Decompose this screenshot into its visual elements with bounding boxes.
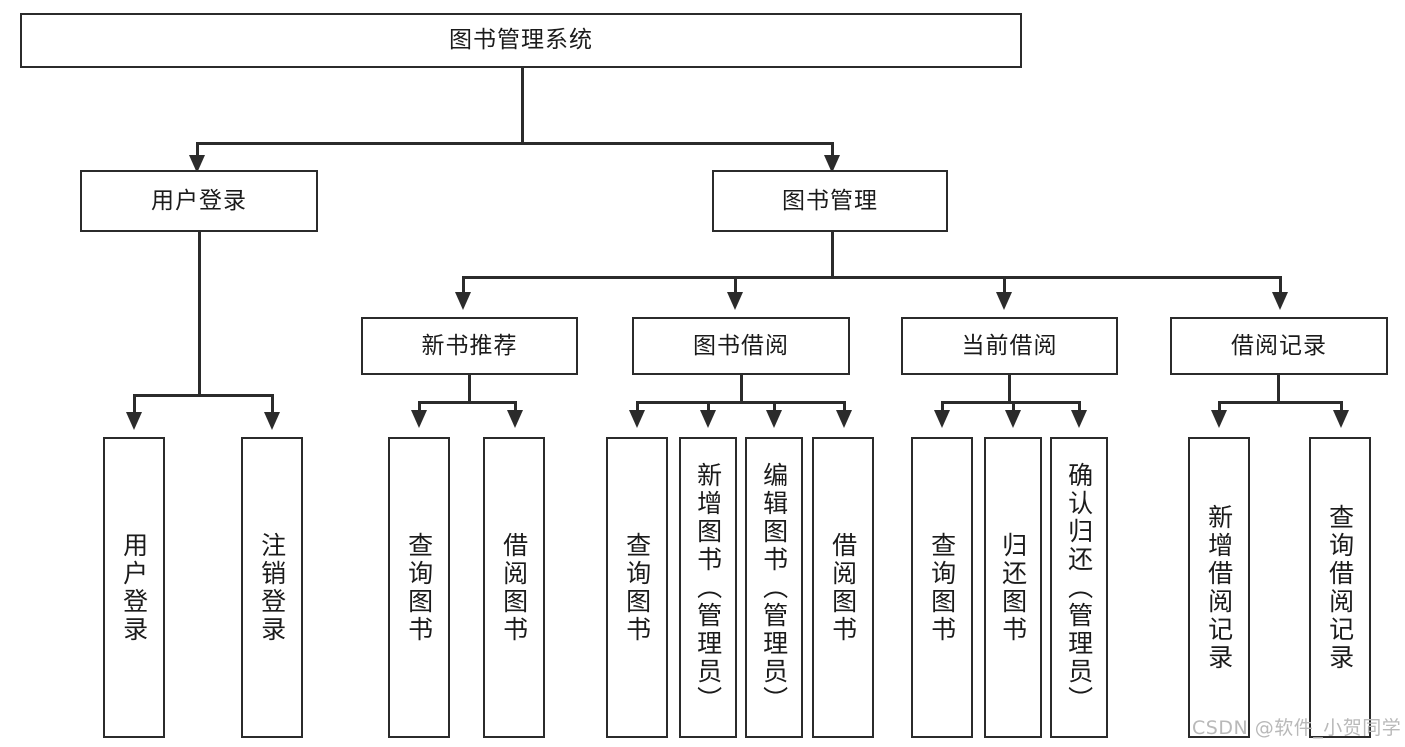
node-book-manage-label: 图书管理	[782, 187, 878, 214]
arrowhead-leaf-edit-book	[766, 410, 782, 428]
arrowhead-leaf-add-book	[700, 410, 716, 428]
node-leaf-query-book-1-label: 查询图书	[404, 531, 434, 644]
edge-book-borrow-bus	[636, 401, 845, 404]
arrowhead-user-login	[189, 155, 205, 173]
node-leaf-query-record[interactable]: 查询借阅记录	[1309, 437, 1371, 738]
node-current-borrow[interactable]: 当前借阅	[901, 317, 1118, 375]
edge-root-to-book-manage	[831, 142, 834, 162]
edge-borrow-record-bus	[1218, 401, 1342, 404]
edge-book-manage-bus	[462, 276, 1280, 279]
edge-user-login-stem	[198, 232, 201, 396]
edge-nb-to-query	[418, 401, 421, 415]
edge-borrow-record-stem	[1277, 375, 1280, 403]
node-leaf-add-book[interactable]: 新增图书（管理员）	[679, 437, 737, 738]
edge-cb-to-return	[1012, 401, 1015, 415]
node-book-borrow-label: 图书借阅	[693, 332, 789, 359]
edge-current-borrow-bus	[941, 401, 1080, 404]
arrowhead-leaf-query-book-2	[629, 410, 645, 428]
node-leaf-query-record-label: 查询借阅记录	[1325, 503, 1355, 672]
arrowhead-current-borrow	[996, 292, 1012, 310]
edge-root-bus	[196, 142, 834, 145]
node-root-label: 图书管理系统	[449, 27, 593, 54]
node-borrow-record[interactable]: 借阅记录	[1170, 317, 1388, 375]
node-current-borrow-label: 当前借阅	[961, 332, 1058, 359]
node-leaf-confirm-return-label: 确认归还（管理员）	[1064, 461, 1094, 714]
node-leaf-add-record[interactable]: 新增借阅记录	[1188, 437, 1250, 738]
node-leaf-borrow-book-1[interactable]: 借阅图书	[483, 437, 545, 738]
node-leaf-query-book-2[interactable]: 查询图书	[606, 437, 668, 738]
arrowhead-new-book-recommend	[455, 292, 471, 310]
node-leaf-query-book-1[interactable]: 查询图书	[388, 437, 450, 738]
edge-root-stem	[521, 68, 524, 144]
edge-new-book-bus	[418, 401, 516, 404]
node-leaf-borrow-book-2-label: 借阅图书	[828, 531, 858, 644]
arrowhead-leaf-user-logout	[264, 412, 280, 430]
edge-user-login-bus	[133, 394, 273, 397]
node-new-book-recommend-label: 新书推荐	[421, 332, 518, 359]
node-borrow-record-label: 借阅记录	[1231, 332, 1327, 359]
node-new-book-recommend[interactable]: 新书推荐	[361, 317, 578, 375]
edge-bm-to-borrow-record	[1279, 276, 1282, 298]
edge-br-to-query-record	[1340, 401, 1343, 415]
node-leaf-return-book-label: 归还图书	[998, 531, 1028, 644]
edge-ul-to-leaf-login	[133, 394, 136, 418]
edge-bm-to-current-borrow	[1003, 276, 1006, 298]
node-user-login-label: 用户登录	[151, 187, 247, 214]
node-leaf-user-logout-label: 注销登录	[257, 531, 287, 644]
edge-cb-to-query	[941, 401, 944, 415]
edge-new-book-stem	[468, 375, 471, 403]
edge-root-to-user-login	[196, 142, 199, 162]
node-leaf-add-book-label: 新增图书（管理员）	[693, 461, 723, 714]
arrowhead-leaf-query-record	[1333, 410, 1349, 428]
arrowhead-leaf-confirm-return	[1071, 410, 1087, 428]
node-leaf-query-book-3-label: 查询图书	[927, 531, 957, 644]
node-user-login[interactable]: 用户登录	[80, 170, 318, 232]
watermark: CSDN @软件_小贺同学	[1192, 717, 1402, 739]
edge-nb-to-borrow	[514, 401, 517, 415]
edge-cb-to-confirm	[1078, 401, 1081, 415]
edge-book-borrow-stem	[740, 375, 743, 403]
node-root[interactable]: 图书管理系统	[20, 13, 1022, 68]
node-leaf-query-book-2-label: 查询图书	[622, 531, 652, 644]
edge-bb-to-edit	[773, 401, 776, 415]
node-book-manage[interactable]: 图书管理	[712, 170, 948, 232]
arrowhead-leaf-borrow-book-1	[507, 410, 523, 428]
node-leaf-confirm-return[interactable]: 确认归还（管理员）	[1050, 437, 1108, 738]
node-leaf-borrow-book-1-label: 借阅图书	[499, 531, 529, 644]
arrowhead-leaf-return-book	[1005, 410, 1021, 428]
node-leaf-borrow-book-2[interactable]: 借阅图书	[812, 437, 874, 738]
edge-bb-to-borrow	[843, 401, 846, 415]
arrowhead-leaf-user-login	[126, 412, 142, 430]
arrowhead-leaf-query-book-1	[411, 410, 427, 428]
arrowhead-book-manage	[824, 155, 840, 173]
node-leaf-edit-book[interactable]: 编辑图书（管理员）	[745, 437, 803, 738]
arrowhead-leaf-borrow-book-2	[836, 410, 852, 428]
edge-bb-to-add	[707, 401, 710, 415]
node-leaf-user-login-label: 用户登录	[119, 531, 149, 644]
node-book-borrow[interactable]: 图书借阅	[632, 317, 850, 375]
edge-current-borrow-stem	[1008, 375, 1011, 403]
node-leaf-add-record-label: 新增借阅记录	[1204, 503, 1234, 672]
edge-ul-to-leaf-logout	[271, 394, 274, 418]
arrowhead-borrow-record	[1272, 292, 1288, 310]
edge-bm-to-book-borrow	[734, 276, 737, 298]
arrowhead-leaf-query-book-3	[934, 410, 950, 428]
arrowhead-leaf-add-record	[1211, 410, 1227, 428]
arrowhead-book-borrow	[727, 292, 743, 310]
node-leaf-user-logout[interactable]: 注销登录	[241, 437, 303, 738]
edge-bm-to-new-book	[462, 276, 465, 298]
node-leaf-user-login[interactable]: 用户登录	[103, 437, 165, 738]
node-leaf-query-book-3[interactable]: 查询图书	[911, 437, 973, 738]
node-leaf-return-book[interactable]: 归还图书	[984, 437, 1042, 738]
node-leaf-edit-book-label: 编辑图书（管理员）	[759, 461, 789, 714]
edge-br-to-add-record	[1218, 401, 1221, 415]
edge-bb-to-query	[636, 401, 639, 415]
edge-book-manage-stem	[831, 232, 834, 278]
